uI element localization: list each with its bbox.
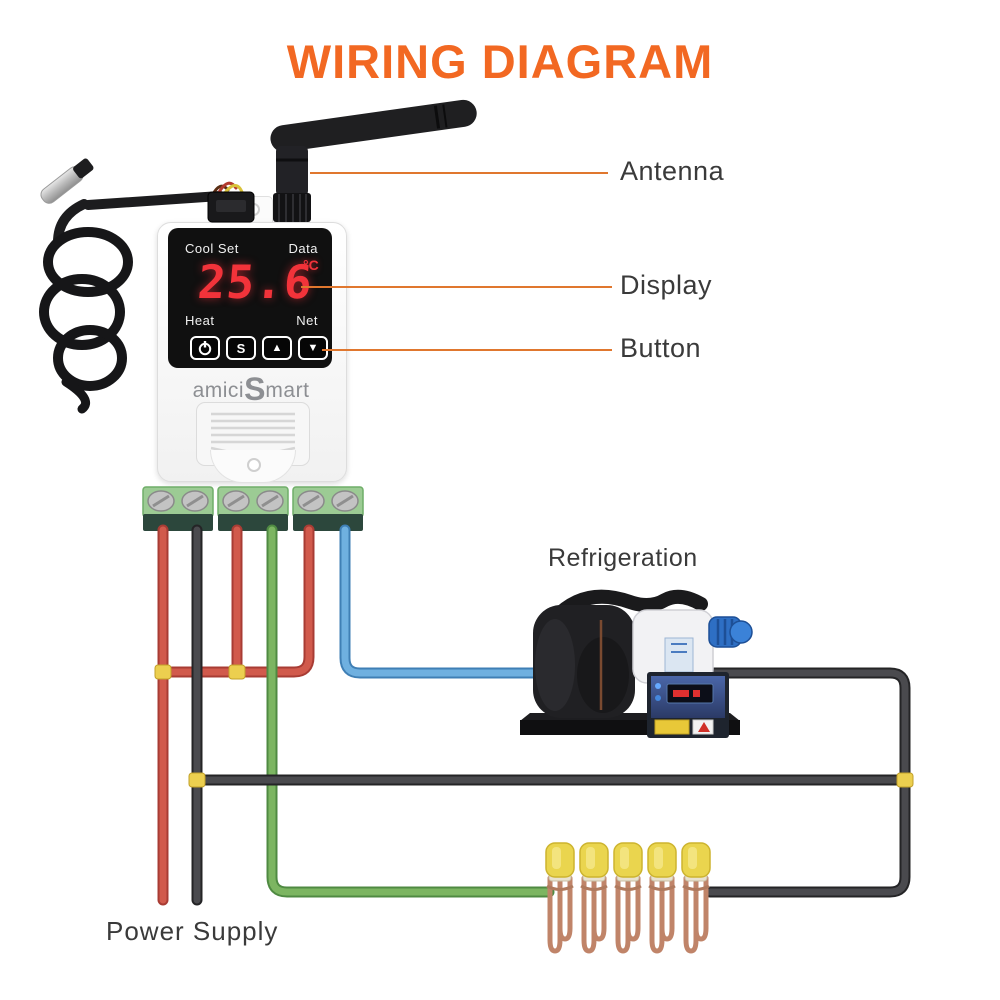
antenna	[270, 99, 477, 222]
panel-label-heat: Heat	[185, 313, 215, 328]
temperature-sensor-probe	[39, 158, 255, 414]
red-wires	[157, 524, 315, 906]
blue-fitting	[708, 616, 753, 648]
display-label: Display	[620, 270, 713, 300]
leader-lines	[301, 172, 612, 351]
device-front-panel: Cool Set Data Heat Net 25.6 °C S ▲ ▼	[168, 228, 332, 368]
temperature-unit: °C	[303, 257, 319, 273]
up-arrow-icon: ▲	[271, 342, 283, 354]
power-button	[190, 336, 220, 360]
wire-junctions	[154, 664, 914, 788]
power-supply-label: Power Supply	[106, 916, 279, 946]
terminal-blocks	[143, 487, 363, 531]
wiring	[154, 524, 914, 906]
set-button: S	[226, 336, 256, 360]
brand-prefix: amici	[192, 379, 245, 402]
device-button-row: S ▲ ▼	[190, 336, 328, 360]
down-button: ▼	[298, 336, 328, 360]
panel-label-net: Net	[296, 313, 318, 328]
antenna-label: Antenna	[620, 156, 725, 186]
brand-s: S	[244, 371, 266, 407]
control-box	[647, 672, 729, 738]
mount-hole	[247, 458, 261, 472]
brand-logo: amiciSmart	[157, 371, 345, 408]
green-wire	[266, 524, 555, 898]
blue-wire	[339, 524, 548, 679]
refrigeration-label: Refrigeration	[548, 544, 698, 572]
panel-label-data: Data	[288, 241, 318, 256]
brand-suffix: mart	[265, 379, 310, 402]
panel-label-cool-set: Cool Set	[185, 241, 239, 256]
heating-elements	[546, 843, 710, 951]
page-title: WIRING DIAGRAM	[286, 35, 714, 88]
button-label: Button	[620, 333, 702, 363]
down-arrow-icon: ▼	[307, 342, 319, 354]
power-icon	[198, 341, 212, 356]
up-button: ▲	[262, 336, 292, 360]
refrigeration-unit	[520, 589, 753, 738]
